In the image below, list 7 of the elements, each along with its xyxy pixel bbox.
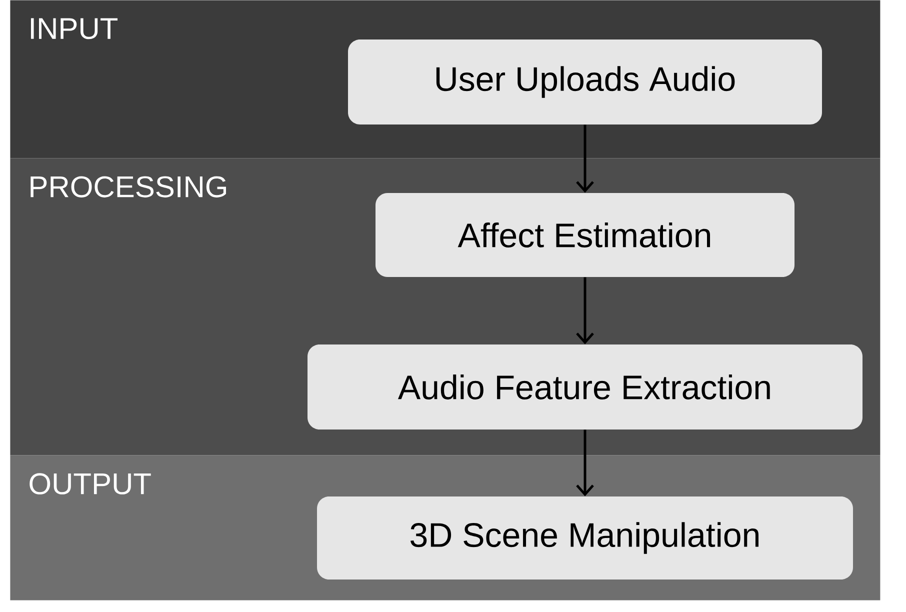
arrow [576, 430, 594, 496]
process-box: Audio Feature Extraction [308, 344, 862, 430]
process-box: 3D Scene Manipulation [317, 496, 853, 580]
arrow [576, 277, 594, 344]
process-box: User Uploads Audio [348, 40, 822, 124]
process-box: Affect Estimation [376, 193, 794, 277]
arrow [576, 124, 594, 193]
